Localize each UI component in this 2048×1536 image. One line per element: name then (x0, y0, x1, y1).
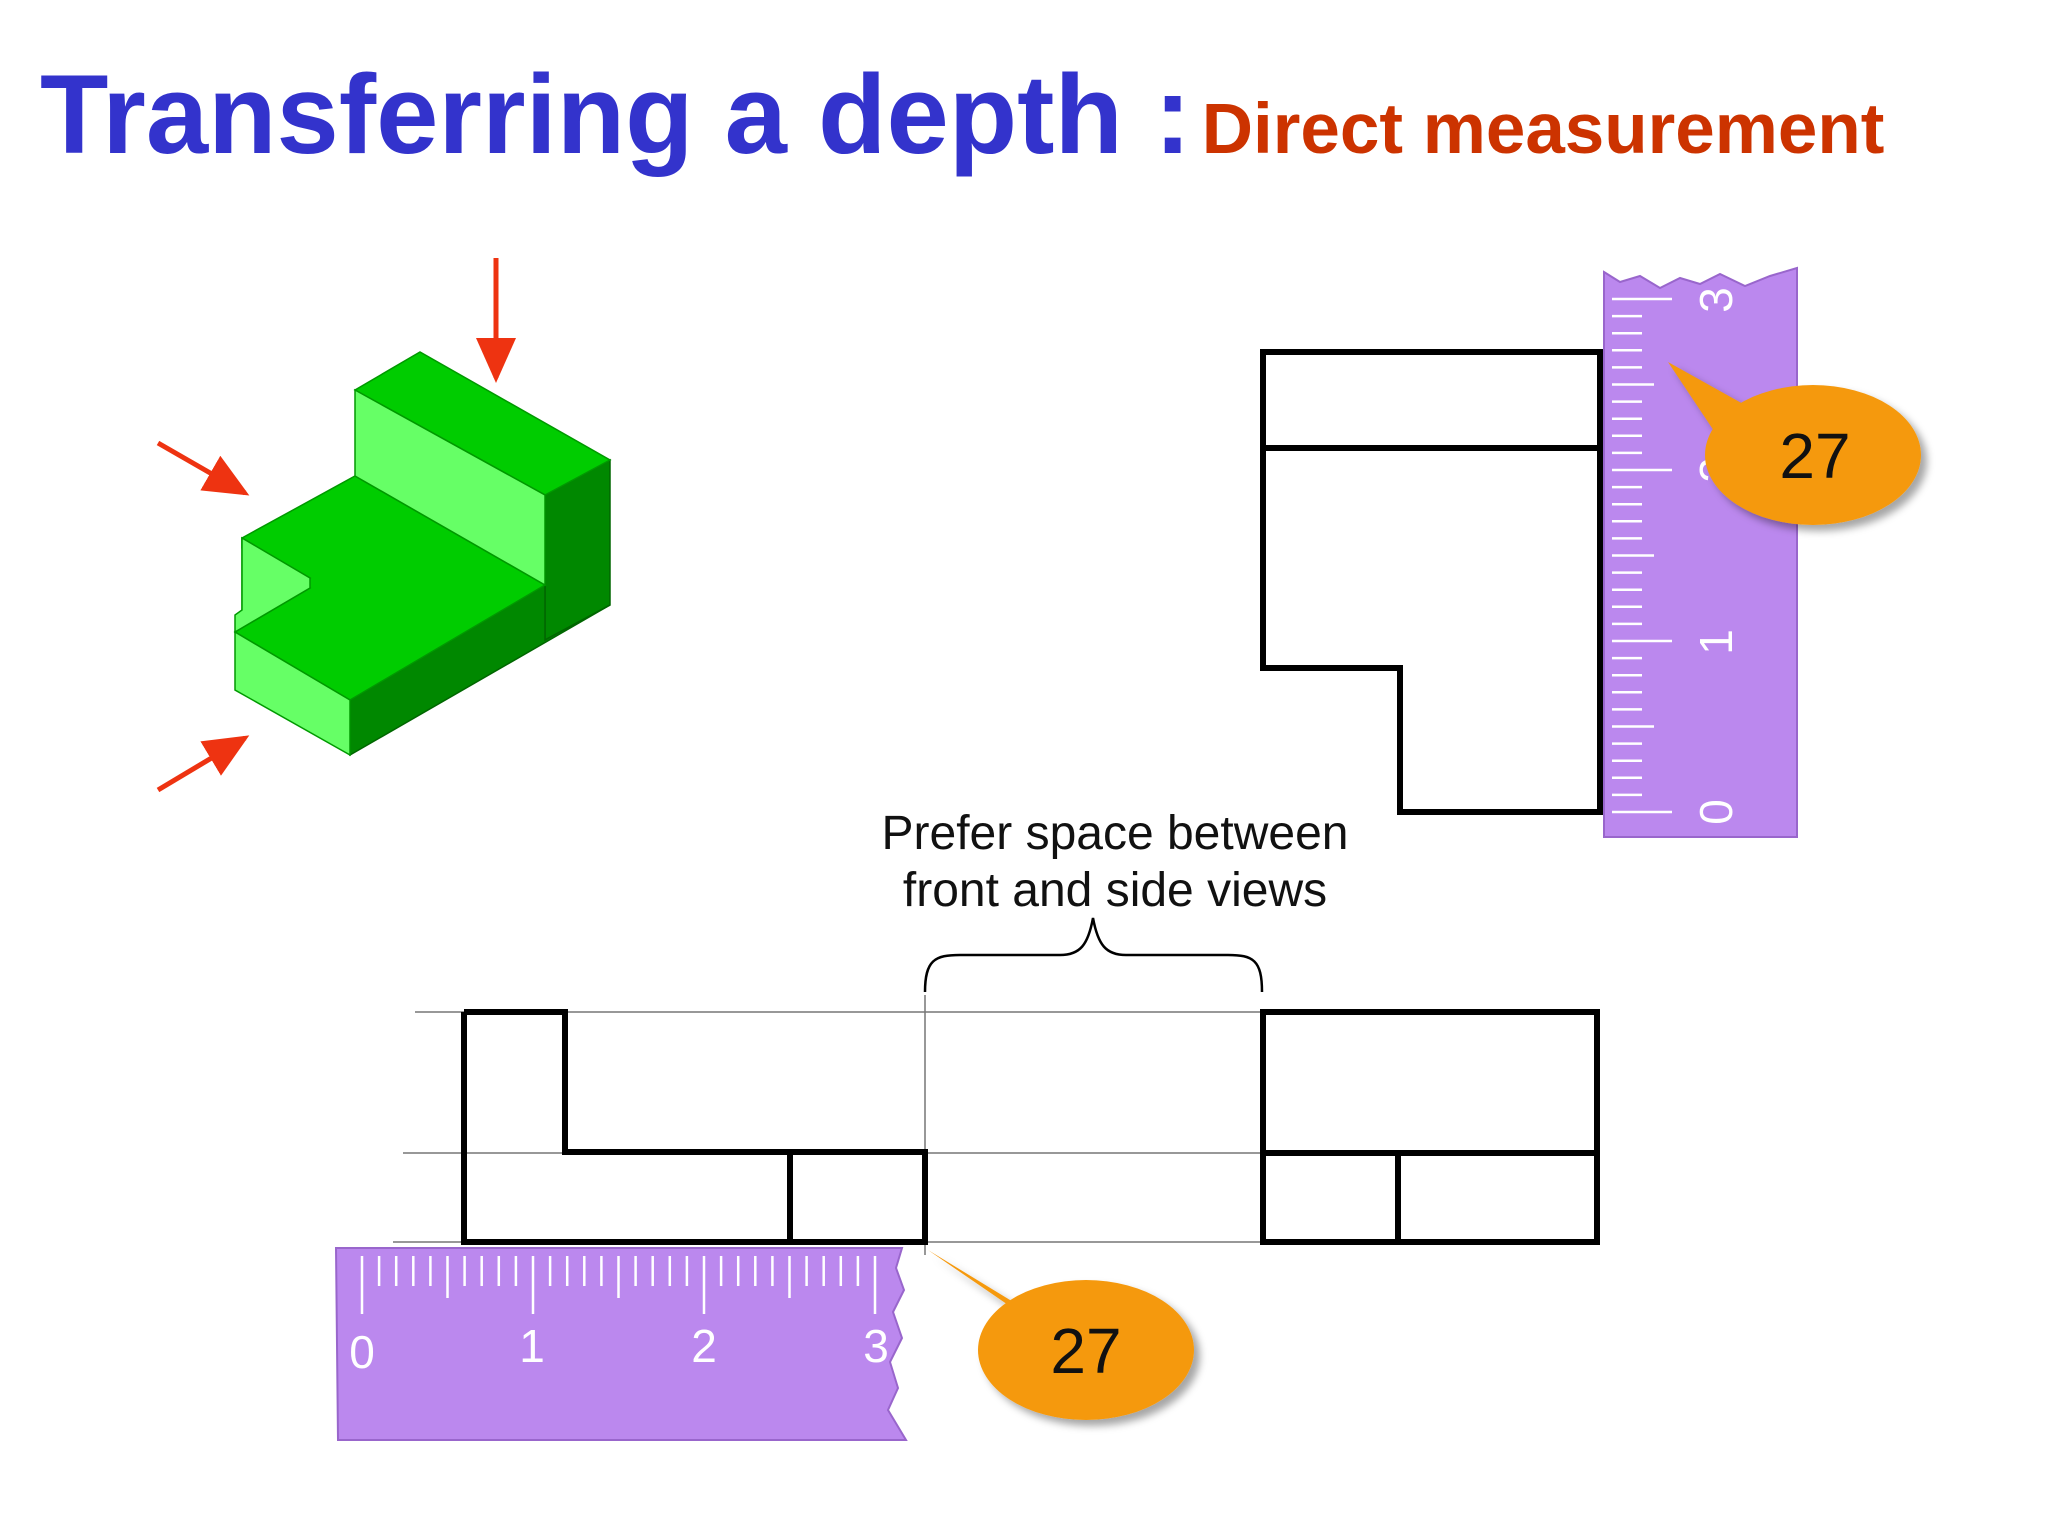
top-view-upper-band (1260, 349, 1603, 451)
block-front-face-wall (354, 388, 546, 587)
horizontal-ruler-label-2: 2 (691, 1320, 717, 1372)
arrow-bottom (156, 735, 250, 793)
spacing-note-line-2: front and side views (902, 864, 1328, 917)
side-view (1260, 1009, 1600, 1245)
title-subtitle: Direct measurement (1201, 90, 1885, 169)
front-view-outline (461, 1009, 928, 1245)
side-view-outline (1260, 1009, 1600, 1245)
callout-bottom-tail (928, 1250, 1030, 1320)
horizontal-ruler-label-3: 3 (863, 1320, 889, 1372)
slide-title: Transferring a depth : Direct measuremen… (40, 50, 2030, 179)
horizontal-ruler-label-0: 0 (349, 1326, 375, 1378)
top-view (1260, 349, 1603, 815)
vertical-ruler-label-0: 0 (1690, 799, 1742, 825)
arrow-left (156, 440, 250, 496)
view-direction-arrows (156, 258, 516, 793)
top-view-outline (1260, 448, 1603, 815)
projection-lines (393, 995, 1282, 1255)
vertical-ruler-ticks (1612, 297, 1672, 814)
callout-bottom (928, 1250, 1194, 1420)
spacing-note-line-1: Prefer space between (881, 807, 1349, 860)
callout-top (1668, 362, 1921, 525)
spacing-note: Prefer space between front and side view… (780, 805, 1450, 919)
vertical-ruler: 0 1 2 3 (1603, 266, 1798, 838)
vertical-ruler-body (1603, 266, 1798, 838)
block-notch-end (234, 536, 311, 634)
horizontal-ruler-label-1: 1 (519, 1320, 545, 1372)
horizontal-ruler-ticks (360, 1256, 877, 1314)
horizontal-ruler: 0 1 2 3 (334, 1247, 908, 1441)
callout-top-value: 27 (1779, 420, 1850, 492)
isometric-block (233, 351, 612, 757)
spacing-brace (923, 917, 1264, 993)
vertical-ruler-label-3: 3 (1690, 287, 1742, 313)
callout-bottom-value: 27 (1050, 1315, 1121, 1387)
front-view (461, 1009, 928, 1245)
title-main: Transferring a depth : (40, 52, 1192, 177)
vertical-ruler-label-1: 1 (1690, 629, 1742, 655)
horizontal-ruler-body (334, 1247, 908, 1441)
block-front-face-base (234, 630, 351, 757)
